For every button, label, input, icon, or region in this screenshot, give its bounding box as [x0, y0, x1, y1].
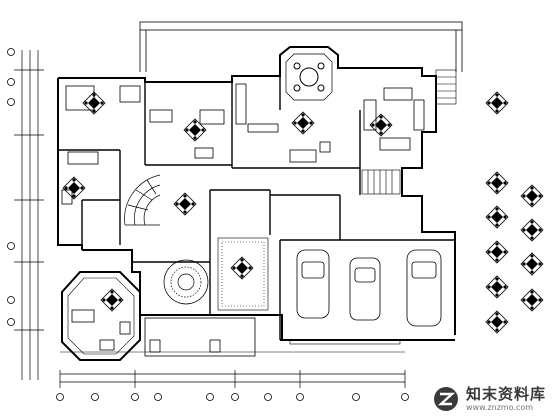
diamond-plant-icon [230, 256, 254, 280]
diamond-plant-icon [520, 252, 544, 276]
entry-porch [144, 317, 256, 357]
exterior-steps [435, 69, 457, 105]
dining-rug [217, 237, 269, 311]
left-axis-markers [7, 48, 15, 326]
study-desk [71, 309, 131, 351]
watermark-url: www.znzmo.com [465, 402, 534, 412]
watermark-brand: 知末资料库 [465, 384, 546, 403]
diamond-plant-icon [485, 275, 509, 299]
diamond-plant-icon [520, 184, 544, 208]
garage-door-line [289, 339, 401, 345]
top-terrace [139, 21, 463, 72]
diamond-plant-icon [82, 91, 106, 115]
chair [317, 62, 325, 70]
kitchen [235, 83, 331, 163]
garage [296, 249, 442, 327]
diamond-plant-icon [485, 205, 509, 229]
interior-walls [58, 76, 455, 340]
diamond-plant-icon [62, 176, 86, 200]
living-sofas [363, 87, 425, 151]
planter-symbols [62, 91, 544, 334]
watermark: 知末资料库 www.znzmo.com [425, 384, 552, 414]
dining-table-round [299, 67, 319, 87]
diamond-plant-icon [173, 192, 197, 216]
diamond-plant-icon [183, 118, 207, 142]
octagon-study [61, 271, 141, 361]
entry-rotunda [163, 259, 209, 305]
breakfast-nook [285, 53, 333, 101]
spiral-staircase [124, 174, 161, 226]
znzmo-logo-icon [433, 387, 458, 411]
outer-walls [57, 46, 456, 341]
chair [293, 84, 301, 92]
bottom-axis-markers [56, 393, 409, 401]
diamond-plant-icon [485, 91, 509, 115]
family-sofas [149, 109, 225, 159]
straight-staircase [361, 169, 401, 195]
diamond-plant-icon [291, 111, 315, 135]
diamond-plant-icon [485, 171, 509, 195]
diamond-plant-icon [520, 288, 544, 312]
diamond-plant-icon [485, 240, 509, 264]
diamond-plant-icon [520, 218, 544, 242]
left-dimension-rail [14, 50, 44, 380]
octagon-study-inner [67, 277, 135, 355]
chair [317, 84, 325, 92]
bottom-dimension-rail [59, 351, 406, 388]
diamond-plant-icon [100, 288, 124, 312]
diamond-plant-icon [485, 310, 509, 334]
chair [293, 62, 301, 70]
diamond-plant-icon [369, 113, 393, 137]
